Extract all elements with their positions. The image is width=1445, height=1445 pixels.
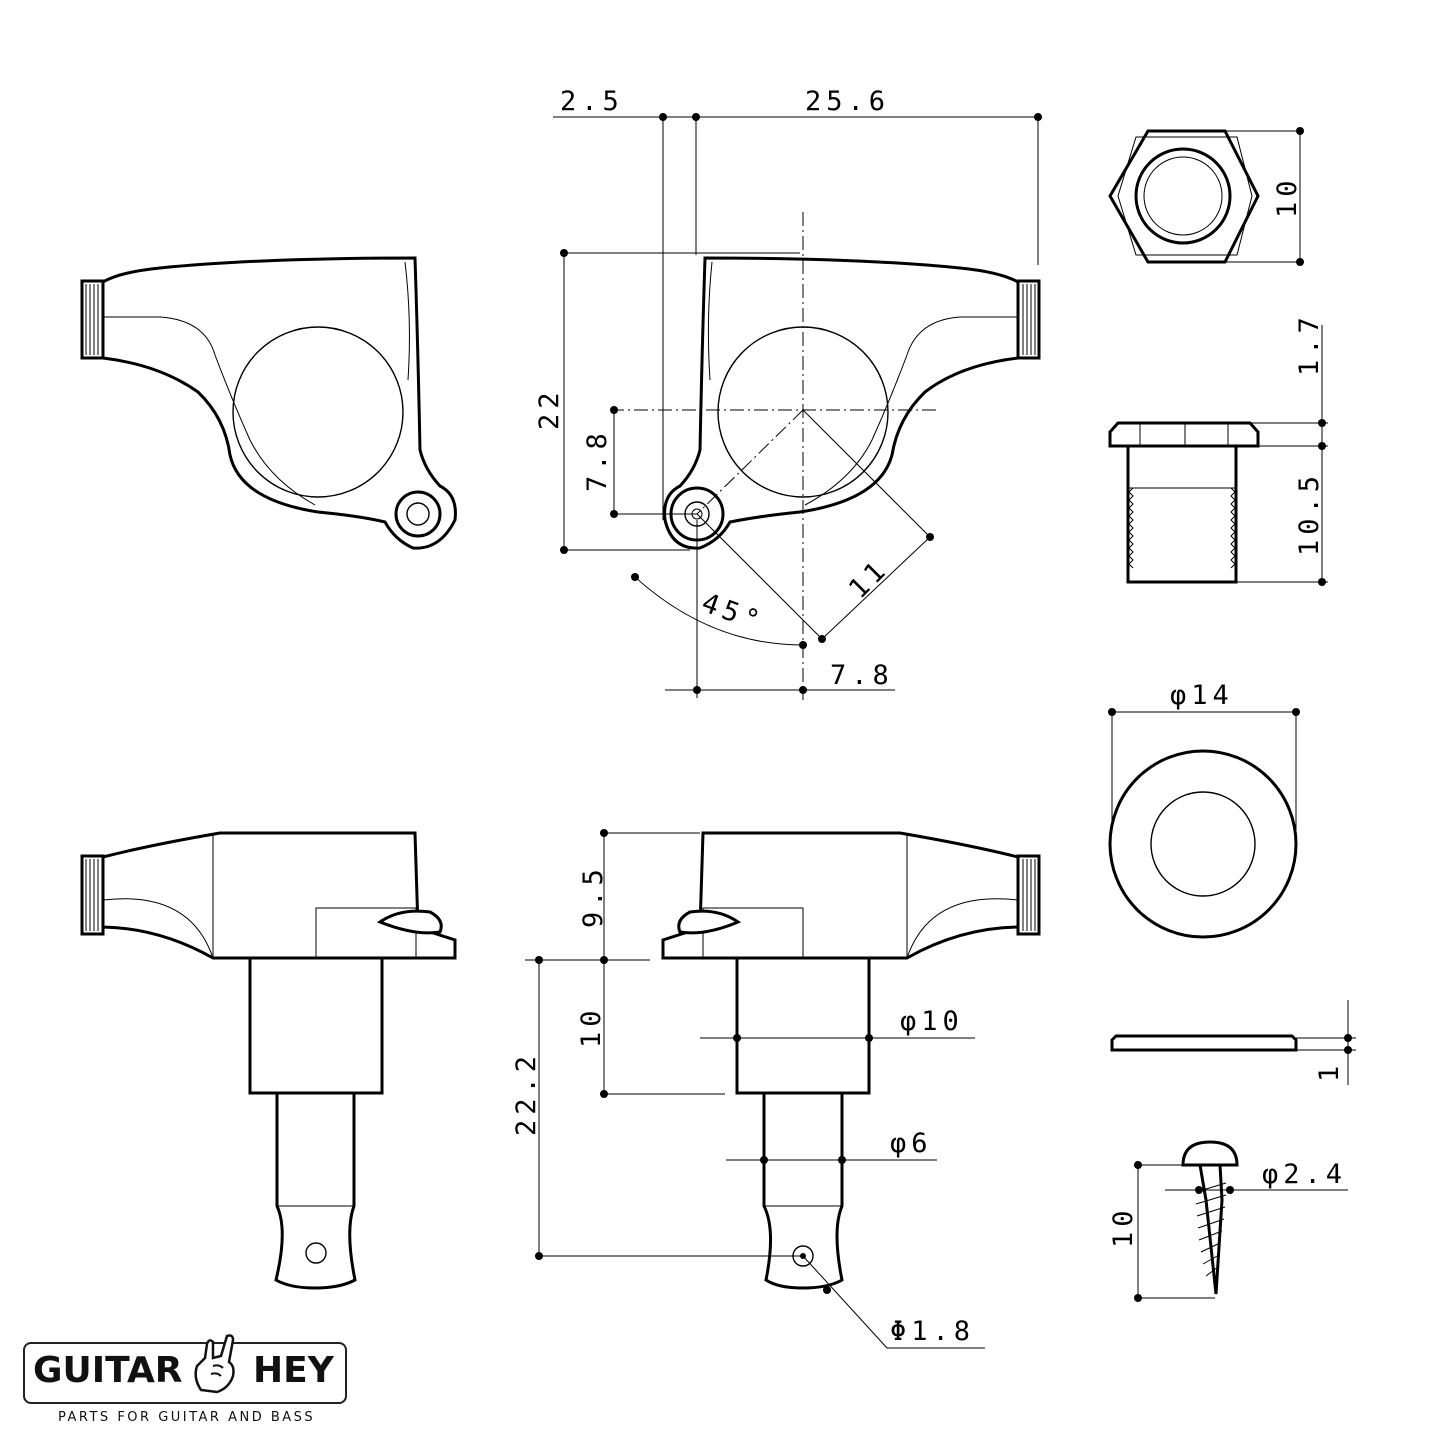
logo-word-left: GUITAR (33, 1350, 183, 1391)
dim-bushing-thread: 10.5 (1294, 471, 1325, 556)
tuner-front-view-dimensioned (553, 113, 1042, 700)
logo-tagline: PARTS FOR GUITAR AND BASS (58, 1410, 316, 1425)
dim-string-hole: Φ1.8 (890, 1316, 975, 1347)
dim-screw-diameter: φ2.4 (1262, 1159, 1347, 1190)
hex-bushing-top (1108, 127, 1304, 266)
screw (1134, 1140, 1348, 1302)
guitarhey-logo: GUITAR HEY (23, 1334, 347, 1404)
tuner-side-view-dimensioned (525, 829, 1041, 1349)
washer (1108, 708, 1300, 939)
dim-hole-height: 7.8 (582, 428, 613, 492)
dim-post-length: 10 (576, 1005, 607, 1048)
knob-left (80, 279, 105, 360)
rock-hand-icon (194, 1334, 235, 1394)
dim-post-diameter: φ10 (900, 1006, 964, 1037)
dim-side-height: 22 (534, 387, 565, 430)
dim-hole-offset: 7.8 (830, 660, 894, 691)
dim-washer-thickness: 1 (1314, 1061, 1345, 1082)
logo-word-right: HEY (253, 1350, 334, 1391)
dim-body-height: 9.5 (578, 864, 609, 928)
dim-hole-radius: 11 (843, 553, 895, 605)
dim-top-offset: 2.5 (560, 86, 624, 117)
dim-post-total: 22.2 (511, 1051, 542, 1136)
dim-shaft-diameter: φ6 (890, 1128, 933, 1159)
dim-angle: 45° (698, 587, 769, 638)
washer-side (1110, 1000, 1356, 1085)
tuner-side-view-left (80, 831, 457, 1290)
knob-right (1016, 279, 1041, 360)
bushing-side (1108, 325, 1328, 586)
dim-bushing-flange: 1.7 (1294, 312, 1325, 376)
dim-washer-diameter: φ14 (1170, 680, 1234, 711)
dim-bushing-hex: 10 (1272, 175, 1303, 218)
gear-housing-hole (232, 326, 404, 498)
dim-top-width: 25.6 (805, 86, 890, 117)
dim-screw-length: 10 (1108, 1205, 1139, 1248)
tuner-front-view-left (80, 256, 457, 550)
